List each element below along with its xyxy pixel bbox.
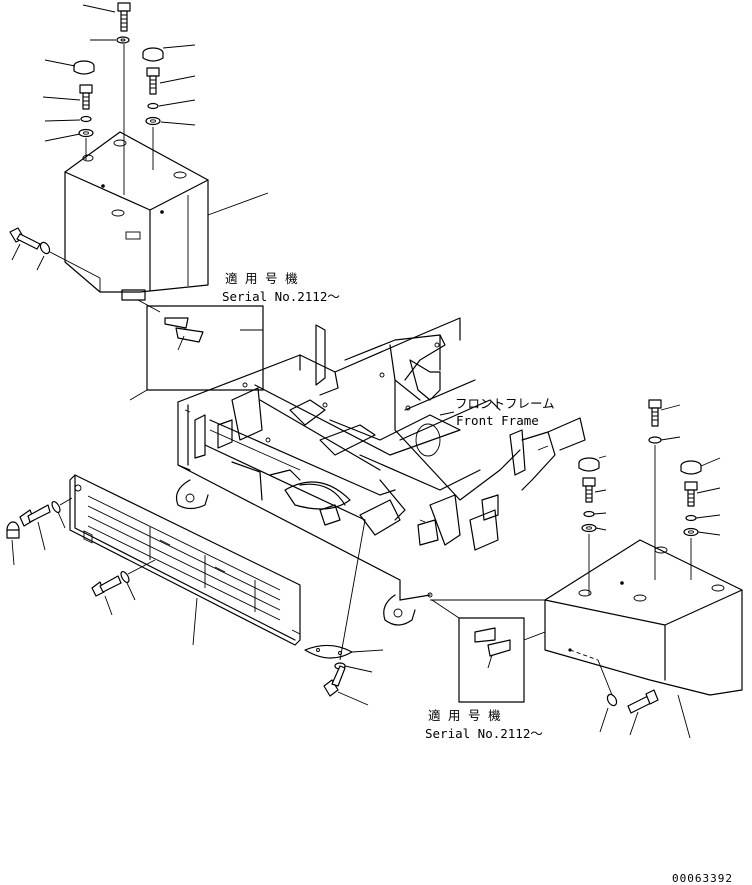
right-hardware-stack <box>578 399 721 739</box>
front-frame-label-jp: フロントフレーム <box>455 396 555 411</box>
serial-left-jp: 適 用 号 機 <box>225 271 298 286</box>
right-counterweight <box>430 539 743 696</box>
left-hardware-stack <box>9 2 269 279</box>
drawing-code: 00063392 <box>672 872 733 885</box>
serial-right-jp: 適 用 号 機 <box>428 708 501 723</box>
serial-inset-right <box>431 599 546 703</box>
serial-inset-left <box>129 299 264 401</box>
front-frame-label-en: Front Frame <box>456 413 539 428</box>
grille-hardware <box>6 497 198 646</box>
serial-right-en: Serial No.2112～ <box>425 726 543 741</box>
front-frame <box>175 317 586 626</box>
front-frame-leader <box>439 411 455 416</box>
serial-left-en: Serial No.2112～ <box>222 289 340 304</box>
left-counterweight <box>64 131 209 301</box>
bottom-cover-plate <box>304 519 384 706</box>
front-grille <box>69 474 301 646</box>
